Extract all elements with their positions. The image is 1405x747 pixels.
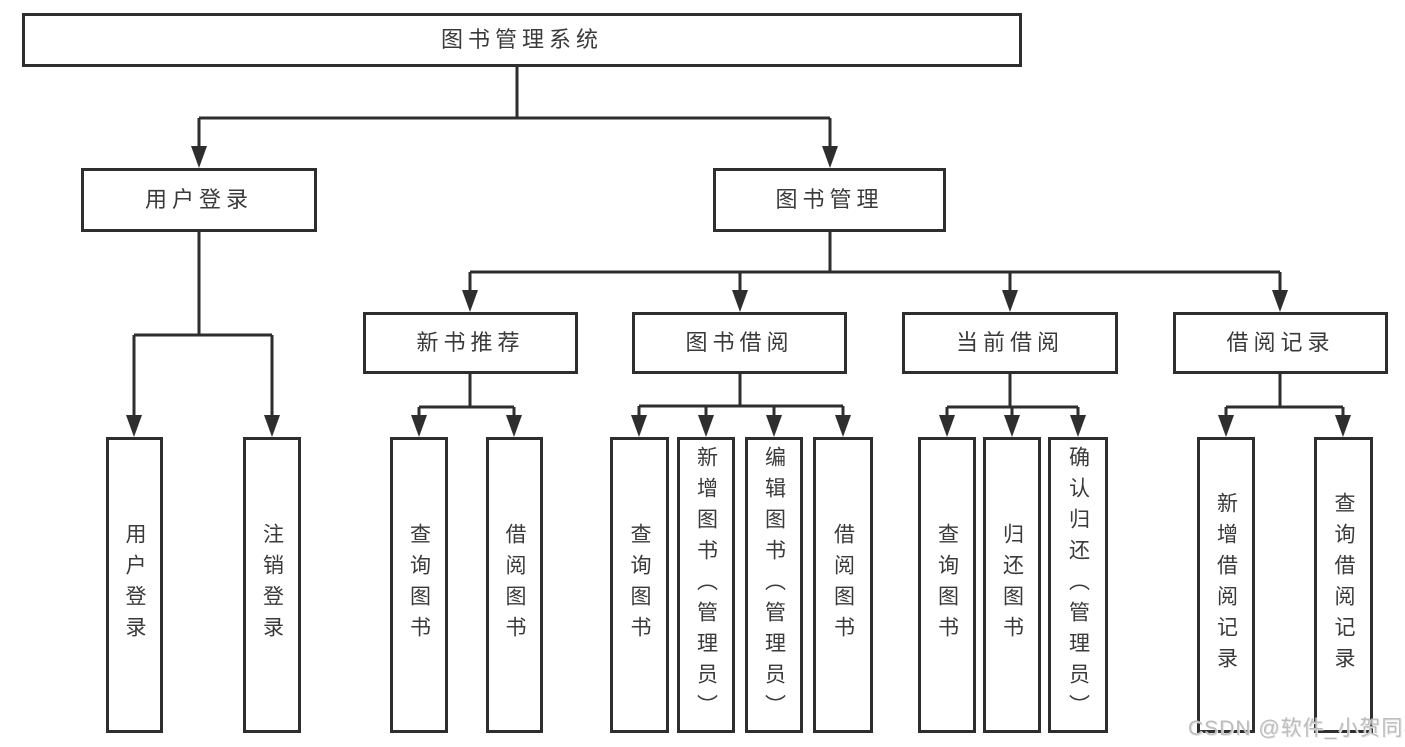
leaf-newbook-query-books-label: 查询图书 — [407, 523, 431, 647]
leaf-borrow-borrow-books-label: 借阅图书 — [831, 523, 855, 647]
leaf-user-login-label: 用户登录 — [123, 523, 146, 647]
node-current-borrow: 当前借阅 — [902, 312, 1118, 374]
leaf-current-query-books: 查询图书 — [918, 437, 976, 733]
node-book-borrow: 图书借阅 — [632, 312, 847, 374]
leaf-current-return-books-label: 归还图书 — [1000, 523, 1024, 647]
node-borrow-records-label: 借阅记录 — [1226, 330, 1335, 355]
leaf-borrow-edit-books-admin: 编辑图书（管理员） — [745, 437, 803, 733]
watermark: CSDN @软件_小贺同学 — [1188, 717, 1405, 740]
connector-segments — [132, 67, 1345, 419]
leaf-records-add-record-label: 新增借阅记录 — [1214, 492, 1238, 678]
leaf-current-confirm-return-admin: 确认归还（管理员） — [1048, 437, 1108, 733]
leaf-newbook-borrow-books-label: 借阅图书 — [503, 523, 526, 647]
node-root: 图书管理系统 — [22, 13, 1022, 67]
leaf-borrow-edit-books-admin-label: 编辑图书（管理员） — [762, 445, 786, 725]
leaf-current-query-books-label: 查询图书 — [935, 523, 959, 647]
node-book-borrow-label: 图书借阅 — [685, 330, 794, 355]
leaf-records-add-record: 新增借阅记录 — [1197, 437, 1255, 733]
arrow-down-icons — [126, 146, 1351, 437]
leaf-logout: 注销登录 — [243, 437, 301, 733]
leaf-records-query-record: 查询借阅记录 — [1314, 437, 1373, 733]
node-book-management-label: 图书管理 — [775, 187, 884, 212]
leaf-borrow-add-books-admin: 新增图书（管理员） — [677, 437, 735, 733]
node-book-management: 图书管理 — [713, 168, 946, 232]
node-borrow-records: 借阅记录 — [1173, 312, 1388, 374]
leaf-current-confirm-return-admin-label: 确认归还（管理员） — [1066, 445, 1090, 725]
node-user-login-label: 用户登录 — [144, 187, 253, 212]
node-new-book-recommend-label: 新书推荐 — [416, 330, 525, 355]
leaf-borrow-query-books-label: 查询图书 — [628, 523, 651, 647]
leaf-borrow-borrow-books: 借阅图书 — [813, 437, 873, 733]
leaf-records-query-record-label: 查询借阅记录 — [1332, 492, 1355, 678]
node-current-borrow-label: 当前借阅 — [955, 330, 1064, 355]
node-new-book-recommend: 新书推荐 — [363, 312, 578, 374]
leaf-borrow-add-books-admin-label: 新增图书（管理员） — [694, 445, 718, 725]
leaf-newbook-query-books: 查询图书 — [390, 437, 448, 733]
node-user-login: 用户登录 — [81, 168, 317, 232]
leaf-borrow-query-books: 查询图书 — [610, 437, 669, 733]
leaf-user-login: 用户登录 — [106, 437, 163, 733]
leaf-current-return-books: 归还图书 — [983, 437, 1041, 733]
leaf-newbook-borrow-books: 借阅图书 — [486, 437, 543, 733]
node-root-label: 图书管理系统 — [440, 27, 603, 52]
leaf-logout-label: 注销登录 — [260, 523, 284, 647]
